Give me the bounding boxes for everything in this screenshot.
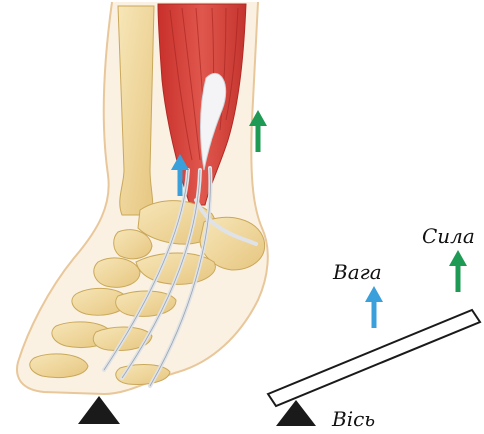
weight-label: Вага	[332, 260, 382, 284]
tibia-bone	[118, 6, 154, 215]
axis-label: Вісь	[331, 407, 375, 431]
arrow-up-green-icon	[449, 250, 467, 292]
force-label: Сила	[422, 224, 475, 248]
arrow-up-blue-icon	[365, 286, 383, 328]
triangle-fulcrum-icon	[78, 396, 120, 424]
